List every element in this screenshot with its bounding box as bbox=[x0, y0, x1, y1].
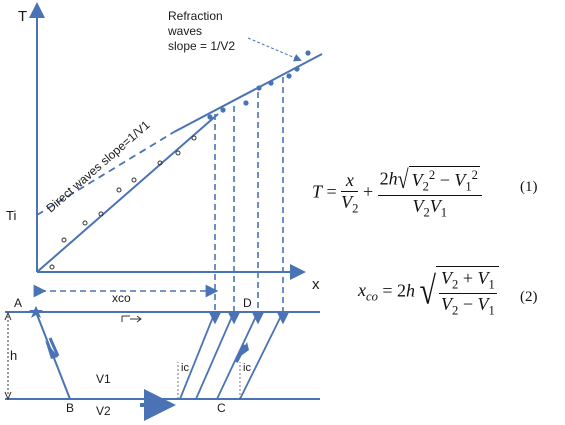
refraction-wave-points bbox=[207, 50, 311, 120]
point-b-label: B bbox=[66, 401, 75, 415]
refraction-point bbox=[286, 73, 292, 79]
equation-1-number: (1) bbox=[520, 179, 538, 195]
refraction-label-line2: waves bbox=[168, 24, 203, 38]
point-a-label: A bbox=[14, 296, 23, 310]
upgoing-arrow-shaft bbox=[234, 344, 247, 363]
refraction-point bbox=[207, 114, 213, 120]
source-star-icon bbox=[29, 306, 43, 318]
refraction-point bbox=[256, 85, 262, 91]
layer2-velocity-label: V2 bbox=[96, 404, 111, 418]
thickness-label: h bbox=[10, 348, 18, 363]
projection-lines bbox=[208, 77, 290, 325]
ray-down-arrowhead-2 bbox=[48, 337, 60, 357]
thickness-arrow-top bbox=[4, 311, 12, 321]
layer1-velocity-label: V1 bbox=[96, 372, 111, 386]
direct-point bbox=[98, 211, 104, 217]
intercept-label: Ti bbox=[6, 208, 17, 223]
ray-down-arrowhead bbox=[45, 340, 58, 359]
t-axis-label: T bbox=[18, 8, 28, 25]
refraction-extrapolation bbox=[36, 131, 175, 216]
direct-point bbox=[61, 237, 67, 243]
surface-ray-indicator bbox=[121, 315, 142, 323]
point-c-label: C bbox=[217, 401, 226, 415]
refraction-label-line3: slope = 1/V2 bbox=[168, 39, 236, 53]
direct-point bbox=[175, 150, 181, 156]
crossover-label: xco bbox=[112, 291, 131, 305]
upgoing-rays bbox=[179, 311, 284, 400]
upgoing-ray bbox=[239, 311, 284, 400]
refraction-point bbox=[294, 66, 300, 72]
direct-point bbox=[49, 264, 55, 270]
refraction-label-line1: Refraction bbox=[168, 9, 223, 23]
equation-2-number: (2) bbox=[520, 289, 538, 305]
direct-wave-points bbox=[49, 135, 197, 270]
direct-point bbox=[82, 220, 88, 226]
refraction-point bbox=[268, 80, 274, 86]
critical-angle-label: ic bbox=[181, 362, 189, 374]
point-d-label: D bbox=[243, 296, 252, 310]
x-axis-label: x bbox=[312, 276, 320, 293]
upgoing-ray bbox=[195, 311, 235, 400]
critical-angle-label: ic bbox=[243, 362, 251, 374]
direct-point bbox=[191, 135, 197, 141]
thickness-arrow-bottom bbox=[4, 391, 12, 401]
refraction-point bbox=[220, 107, 226, 113]
direct-point bbox=[116, 187, 122, 193]
refraction-label-pointer bbox=[247, 37, 302, 62]
direct-point bbox=[131, 177, 137, 183]
direct-wave-line bbox=[36, 113, 219, 273]
direct-point bbox=[157, 160, 163, 166]
refraction-point bbox=[305, 50, 311, 56]
refraction-point bbox=[243, 100, 249, 106]
upgoing-ray bbox=[179, 311, 216, 400]
refraction-wave-line bbox=[173, 53, 323, 133]
